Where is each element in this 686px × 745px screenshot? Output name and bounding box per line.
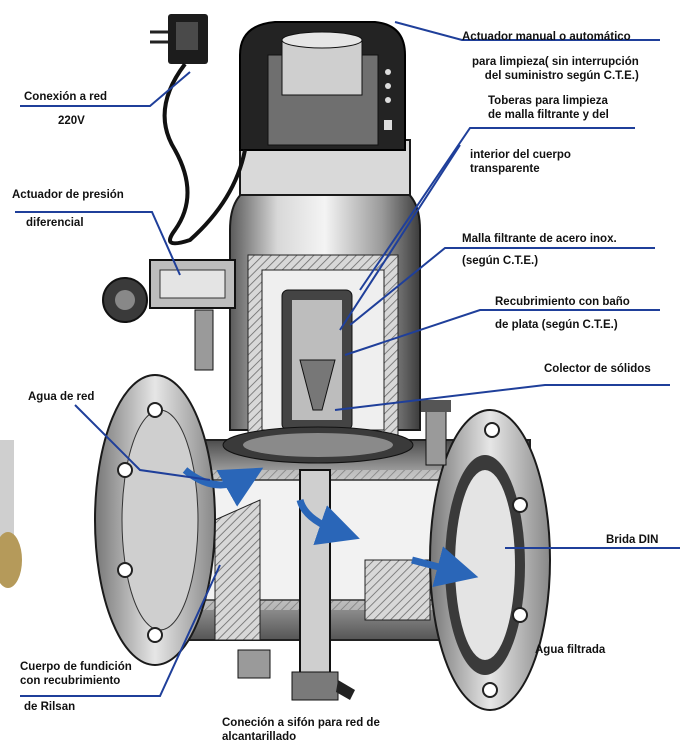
label-recubrimiento-line2: de plata (según C.T.E.) <box>495 319 618 331</box>
leader-recubrimiento <box>344 309 660 356</box>
left-edge-object <box>0 440 22 588</box>
label-brida: Brida DIN <box>606 533 658 547</box>
label-actuador-manual-line2: para limpieza( sin interrupción <box>472 56 639 68</box>
label-sifon-line1: Coneción a sifón para red de <box>222 717 380 729</box>
label-recubrimiento: Recubrimiento con baño <box>495 295 630 309</box>
label-malla-filtrante: Malla filtrante de acero inox. <box>462 232 617 246</box>
label-toberas-detail: interior del cuerpo transparente <box>470 148 571 176</box>
label-toberas-line1: Toberas para limpieza <box>488 95 608 107</box>
leader-toberas-2 <box>339 144 461 331</box>
label-actuador-manual-line1: Actuador manual o automático <box>462 31 631 43</box>
label-conexion-sifon: Coneción a sifón para red de alcantarill… <box>222 716 380 744</box>
label-agua-red: Agua de red <box>28 390 94 404</box>
label-actuador-presion-line1: Actuador de presión <box>12 189 124 201</box>
label-cuerpo-line3: de Rilsan <box>24 701 76 713</box>
label-actuador-presion-detail: diferencial <box>26 216 84 230</box>
drain-valve <box>237 469 355 701</box>
label-actuador-manual-detail: para limpieza( sin interrupción del sumi… <box>472 55 639 83</box>
label-malla-line1: Malla filtrante de acero inox. <box>462 233 617 245</box>
leader-actuador-manual <box>394 21 660 41</box>
label-malla-filtrante-detail: (según C.T.E.) <box>462 254 538 268</box>
label-agua-filtrada: Agua filtrada <box>535 643 605 657</box>
label-recubrimiento-line1: Recubrimiento con baño <box>495 296 630 308</box>
label-malla-line2: (según C.T.E.) <box>462 255 539 267</box>
label-actuador-manual-line3: del suministro según C.T.E.) <box>484 70 639 82</box>
side-fitting <box>421 400 451 466</box>
label-actuador-presion: Actuador de presión <box>12 188 124 202</box>
label-cuerpo-line1: Cuerpo de fundición <box>20 661 132 673</box>
label-toberas-line2: de malla filtrante y del <box>488 109 609 121</box>
label-cuerpo: Cuerpo de fundición con recubrimiento <box>20 660 132 688</box>
label-toberas: Toberas para limpieza de malla filtrante… <box>488 94 609 122</box>
label-colector: Colector de sólidos <box>544 362 651 376</box>
pressure-actuator <box>102 259 236 371</box>
power-cable <box>150 14 247 246</box>
leader-toberas <box>359 127 635 291</box>
label-sifon-line2: alcantarillado <box>222 731 297 743</box>
leader-lines <box>15 21 680 697</box>
label-cuerpo-line2: con recubrimiento <box>20 675 121 687</box>
actuator-head <box>239 21 411 196</box>
label-actuador-manual: Actuador manual o automático <box>462 30 631 44</box>
left-flange <box>94 374 216 666</box>
flow-arrows <box>182 467 479 588</box>
label-conexion-red-voltage: 220V <box>58 114 85 128</box>
label-toberas-line4: transparente <box>470 163 540 175</box>
label-cuerpo-detail: de Rilsan <box>24 700 75 714</box>
label-agua-red-line1: Agua de red <box>28 391 95 403</box>
leader-colector <box>334 384 670 411</box>
leader-cuerpo <box>20 564 221 697</box>
filter-housing <box>222 184 421 464</box>
label-recubrimiento-detail: de plata (según C.T.E.) <box>495 318 618 332</box>
label-toberas-line3: interior del cuerpo <box>470 149 571 161</box>
label-conexion-red-line2: 220V <box>58 115 85 127</box>
leader-conexion-red <box>20 71 191 107</box>
label-colector-line1: Colector de sólidos <box>544 363 651 375</box>
label-actuador-presion-line2: diferencial <box>26 217 84 229</box>
leader-agua-red <box>74 404 211 481</box>
label-brida-line1: Brida DIN <box>606 534 659 546</box>
label-conexion-red: Conexión a red <box>24 90 107 104</box>
label-agua-filtrada-line1: Agua filtrada <box>535 644 606 656</box>
right-flange <box>429 409 551 711</box>
leader-actuador-presion <box>15 211 181 276</box>
leader-malla <box>349 247 655 326</box>
label-conexion-red-line1: Conexión a red <box>24 91 108 103</box>
